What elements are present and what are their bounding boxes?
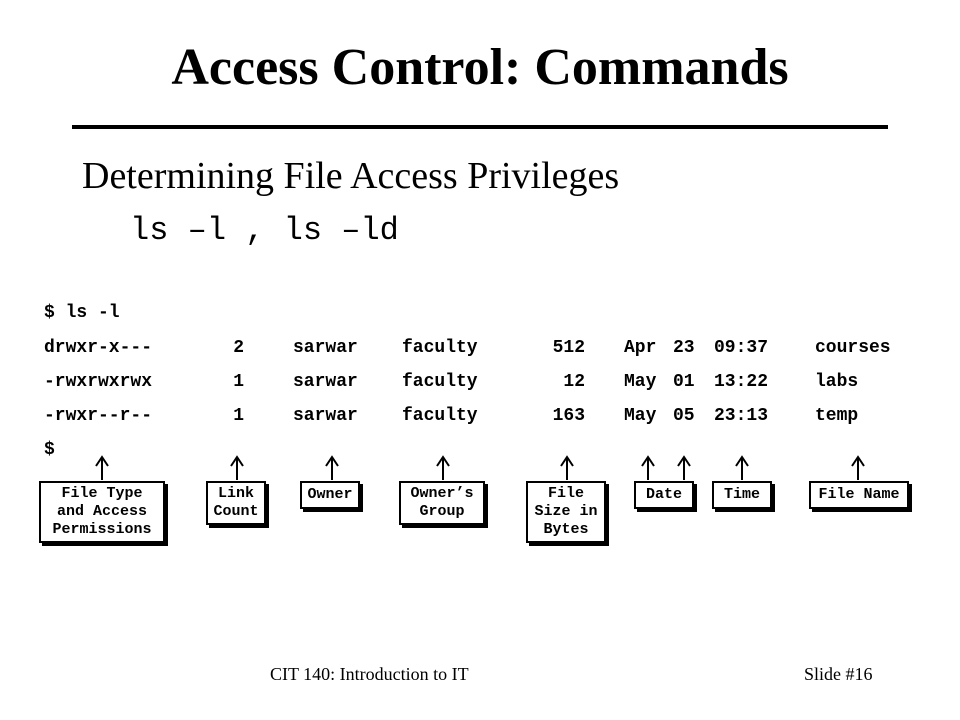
row-owner: sarwar [293,338,358,358]
arrow-file-type [95,455,109,480]
label-file-name: File Name [809,481,909,509]
label-owner: Owner [300,481,360,509]
label-time: Time [712,481,772,509]
row-perms: -rwxr--r-- [44,406,153,426]
label-file-size: File Size in Bytes [526,481,606,543]
slide-title: Access Control: Commands [171,39,789,96]
row-links: 1 [233,406,244,426]
arrow-file-name [851,455,865,480]
row-month: May [624,372,657,392]
arrow-owners-group [436,455,450,480]
row-owner: sarwar [293,406,358,426]
row-day: 01 [673,372,695,392]
prompt-command: $ ls -l [44,303,120,323]
footer-slide-number: Slide #16 [804,664,873,684]
row-month: Apr [624,338,657,358]
arrow-time [735,455,749,480]
arrow-file-size [560,455,574,480]
row-size: 163 [552,406,585,426]
row-month: May [624,406,657,426]
row-group: faculty [402,338,478,358]
label-owners-group: Owner’s Group [399,481,485,525]
row-size: 512 [552,338,585,358]
row-size: 12 [563,372,585,392]
row-filename: labs [815,372,859,392]
arrow-date-day [677,455,691,480]
label-file-type-permissions: File Type and Access Permissions [39,481,165,543]
arrow-owner [325,455,339,480]
row-links: 2 [233,338,244,358]
footer-course: CIT 140: Introduction to IT [270,664,469,684]
arrow-link-count [230,455,244,480]
arrow-date-month [641,455,655,480]
row-day: 05 [673,406,695,426]
label-date: Date [634,481,694,509]
row-links: 1 [233,372,244,392]
row-owner: sarwar [293,372,358,392]
row-filename: courses [815,338,891,358]
title-divider [72,125,888,129]
row-time: 23:13 [714,406,769,426]
row-group: faculty [402,406,478,426]
slide-subtitle: Determining File Access Privileges [82,155,620,197]
end-prompt: $ [44,440,55,460]
command-text: ls –l , ls –ld [130,212,399,249]
row-time: 09:37 [714,338,769,358]
row-filename: temp [815,406,859,426]
row-time: 13:22 [714,372,769,392]
row-perms: drwxr-x--- [44,338,153,358]
row-perms: -rwxrwxrwx [44,372,153,392]
row-group: faculty [402,372,478,392]
label-link-count: Link Count [206,481,266,525]
row-day: 23 [673,338,695,358]
